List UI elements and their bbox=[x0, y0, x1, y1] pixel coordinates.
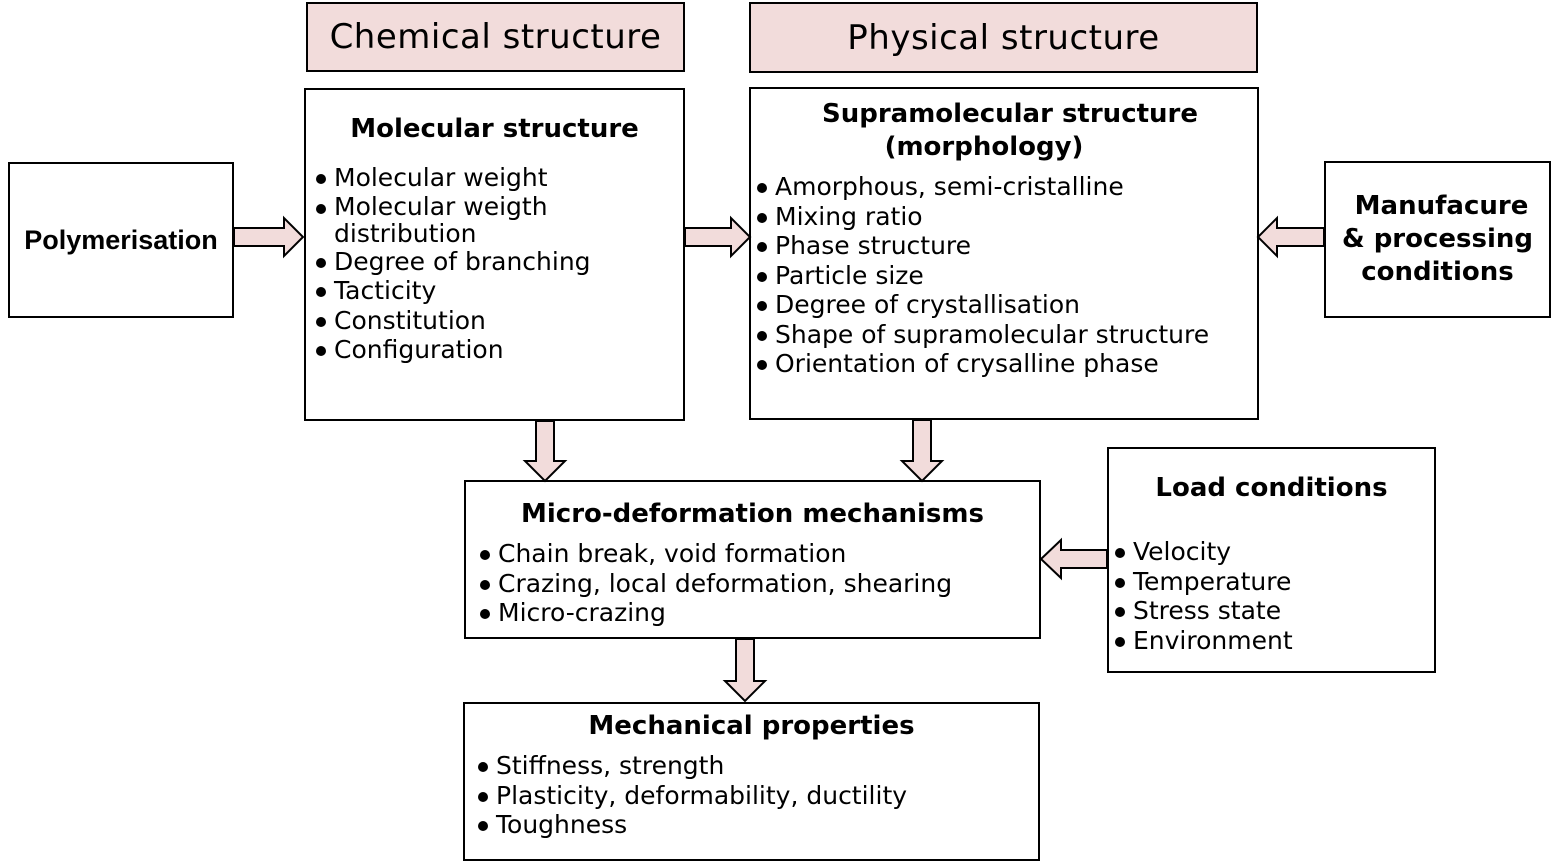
list-item: Stiffness, strength bbox=[474, 751, 1038, 781]
molecular-structure-title: Molecular structure bbox=[350, 114, 639, 144]
supramolecular-title-line2: (morphology) bbox=[884, 132, 1084, 162]
list-item: Degree of branching bbox=[312, 247, 642, 277]
list-item: Stress state bbox=[1111, 596, 1434, 626]
manufacture-line3: conditions bbox=[1361, 257, 1514, 287]
polymerisation-box: Polymerisation bbox=[8, 162, 234, 318]
list-item: Temperature bbox=[1111, 567, 1434, 597]
list-item: Velocity bbox=[1111, 537, 1434, 567]
manufacture-line1: Manufacure bbox=[1354, 191, 1529, 221]
micro-deformation-title: Micro-deformation mechanisms bbox=[521, 499, 984, 529]
load-conditions-list: Velocity Temperature Stress state Enviro… bbox=[1111, 537, 1434, 655]
list-item: Particle size bbox=[753, 261, 1257, 291]
supramolecular-title-line1: Supramolecular structure bbox=[821, 99, 1198, 129]
list-item: Orientation of crysalline phase bbox=[753, 349, 1257, 379]
list-item: Degree of crystallisation bbox=[753, 290, 1257, 320]
load-conditions-box: Load conditions Velocity Temperature Str… bbox=[1107, 447, 1436, 673]
list-item: Toughness bbox=[474, 810, 1038, 840]
list-item: Configuration bbox=[312, 335, 642, 365]
list-item: Constitution bbox=[312, 306, 642, 336]
list-item: Molecular weigth distribution bbox=[312, 193, 642, 247]
mechanical-properties-box: Mechanical properties Stiffness, strengt… bbox=[463, 702, 1040, 861]
supramolecular-list: Amorphous, semi-cristalline Mixing ratio… bbox=[753, 172, 1257, 379]
arrow-micro-to-mechanical bbox=[722, 638, 768, 703]
header-chemical-label: Chemical structure bbox=[329, 17, 662, 57]
load-conditions-title: Load conditions bbox=[1155, 473, 1388, 503]
list-item: Chain break, void formation bbox=[476, 539, 1039, 569]
arrow-load-to-micro bbox=[1039, 537, 1108, 581]
arrow-molecular-to-supramolecular bbox=[684, 215, 752, 259]
list-item: Crazing, local deformation, shearing bbox=[476, 569, 1039, 599]
manufacture-conditions-box: Manufacure & processing conditions bbox=[1324, 161, 1551, 318]
polymerisation-label: Polymerisation bbox=[24, 224, 218, 255]
arrow-molecular-to-micro bbox=[522, 420, 568, 483]
mechanical-properties-title: Mechanical properties bbox=[588, 711, 915, 741]
molecular-structure-box: Molecular structure Molecular weight Mol… bbox=[304, 88, 685, 421]
list-item: Phase structure bbox=[753, 231, 1257, 261]
list-item: Shape of supramolecular structure bbox=[753, 320, 1257, 350]
micro-deformation-list: Chain break, void formation Crazing, loc… bbox=[476, 539, 1039, 628]
header-physical-label: Physical structure bbox=[847, 17, 1160, 58]
list-item: Tacticity bbox=[312, 276, 642, 306]
list-item: Environment bbox=[1111, 626, 1434, 656]
mechanical-properties-list: Stiffness, strength Plasticity, deformab… bbox=[474, 751, 1038, 840]
arrow-manufacture-to-supramolecular bbox=[1256, 215, 1325, 259]
supramolecular-structure-box: Supramolecular structure (morphology) Am… bbox=[749, 87, 1259, 420]
list-item: Micro-crazing bbox=[476, 598, 1039, 628]
list-item: Plasticity, deformability, ductility bbox=[474, 781, 1038, 811]
arrow-supramolecular-to-micro bbox=[899, 419, 945, 483]
molecular-structure-list: Molecular weight Molecular weigth distri… bbox=[312, 163, 642, 365]
header-physical-structure: Physical structure bbox=[749, 2, 1258, 73]
header-chemical-structure: Chemical structure bbox=[306, 2, 685, 72]
list-item: Amorphous, semi-cristalline bbox=[753, 172, 1257, 202]
list-item: Mixing ratio bbox=[753, 202, 1257, 232]
arrow-polymerisation-to-molecular bbox=[233, 215, 305, 259]
manufacture-line2: & processing bbox=[1341, 224, 1534, 254]
list-item: Molecular weight bbox=[312, 163, 642, 193]
